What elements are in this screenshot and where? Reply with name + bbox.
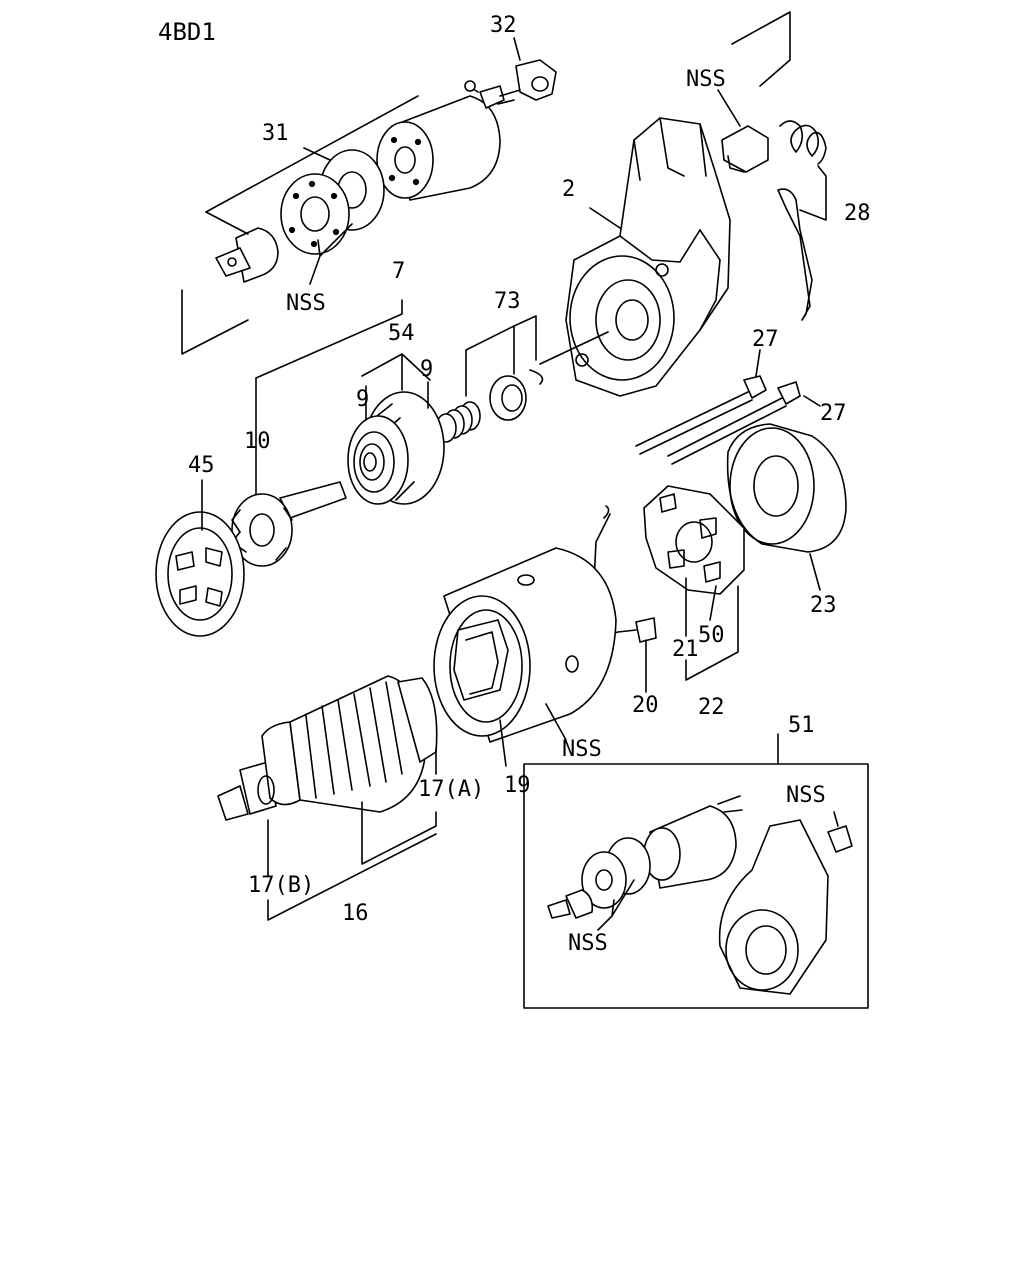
callout-17b: 17(B): [248, 873, 314, 898]
terminal-cap-32: [515, 59, 557, 101]
gasket-45: [155, 511, 245, 637]
solenoid-switch-31: [181, 80, 521, 355]
callout-2: 2: [562, 177, 575, 202]
kit-box-51: [523, 763, 869, 1009]
callout-19: 19: [504, 773, 531, 798]
callout-9-left: 9: [356, 387, 369, 412]
callout-73: 73: [494, 289, 521, 314]
pinion-stop-73: [435, 369, 544, 443]
through-bolts-27: [635, 375, 801, 465]
callout-10: 10: [244, 429, 271, 454]
callout-54: 54: [388, 321, 415, 346]
brush-cover-nss: [721, 125, 769, 173]
pinion-10: [231, 481, 347, 567]
callout-nss-top: NSS: [686, 67, 726, 92]
spring-28: [777, 120, 827, 321]
callout-27-lower: 27: [820, 401, 847, 426]
callout-23: 23: [810, 593, 837, 618]
callout-nss-kit-bottom: NSS: [568, 931, 608, 956]
model-label: 4BD1: [158, 18, 216, 46]
overrunning-clutch-54: [347, 391, 445, 505]
callout-28: 28: [844, 201, 871, 226]
callout-nss-kit-top: NSS: [786, 783, 826, 808]
brush-holder-22: [643, 485, 745, 595]
callout-32: 32: [490, 13, 517, 38]
callout-7: 7: [392, 259, 405, 284]
callout-9-right: 9: [420, 357, 433, 382]
callout-nss-solenoid: NSS: [286, 291, 326, 316]
callout-27-upper: 27: [752, 327, 779, 352]
callout-22: 22: [698, 695, 725, 720]
callout-20: 20: [632, 693, 659, 718]
kit-contents: [547, 795, 853, 995]
callout-45: 45: [188, 453, 215, 478]
callout-16: 16: [342, 901, 369, 926]
callout-50: 50: [698, 623, 725, 648]
callout-31: 31: [262, 121, 289, 146]
drive-housing-2: [565, 117, 731, 397]
callout-21: 21: [672, 637, 699, 662]
yoke-19: [433, 547, 617, 743]
callout-17a: 17(A): [418, 777, 484, 802]
armature-16: [217, 675, 438, 821]
callout-51: 51: [788, 713, 815, 738]
rear-cover-23: [726, 423, 847, 591]
callout-nss-yoke: NSS: [562, 737, 602, 762]
